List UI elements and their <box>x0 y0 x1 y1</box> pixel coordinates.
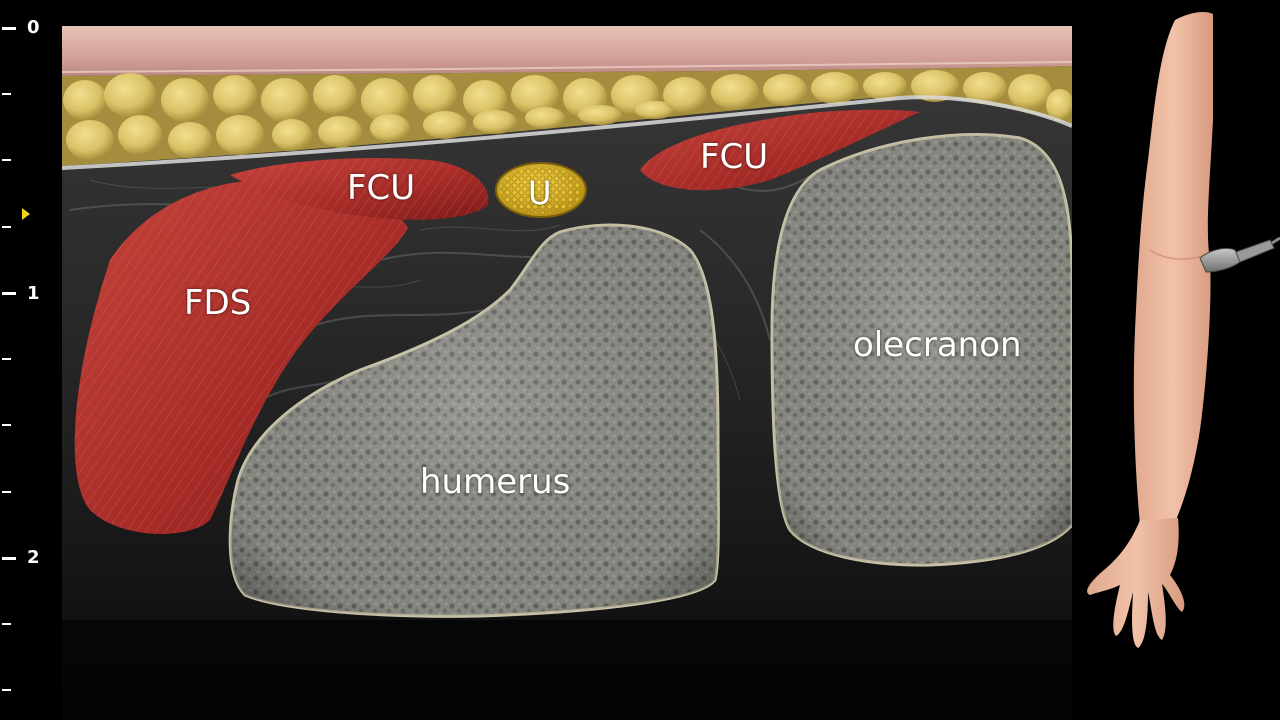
focus-marker-icon <box>22 208 30 220</box>
depth-scale <box>2 27 30 691</box>
skin-layer <box>62 26 1072 76</box>
depth-tick <box>2 491 11 493</box>
fcu-left-label: FCU <box>347 168 416 208</box>
depth-label-0: 0 <box>27 17 40 38</box>
fds-label: FDS <box>184 283 252 323</box>
fat-lobules <box>63 70 1072 160</box>
depth-tick <box>2 93 11 95</box>
arm-illustration <box>1087 0 1280 720</box>
depth-tick <box>2 623 11 625</box>
depth-label-2: 2 <box>27 547 40 568</box>
ultrasound-field <box>62 26 1072 720</box>
ulnar-nerve-label: U <box>528 174 552 212</box>
humerus-label: humerus <box>420 462 571 502</box>
depth-tick <box>2 358 11 360</box>
depth-tick <box>2 424 11 426</box>
depth-tick <box>2 557 16 560</box>
olecranon-label: olecranon <box>853 325 1022 365</box>
depth-tick <box>2 226 11 228</box>
depth-label-1: 1 <box>27 283 40 304</box>
depth-tick <box>2 159 11 161</box>
depth-tick <box>2 292 16 295</box>
depth-tick <box>2 689 11 691</box>
fcu-right-label: FCU <box>700 137 769 177</box>
fascia-line <box>62 95 1072 170</box>
depth-tick <box>2 27 16 30</box>
ultrasound-probe-icon <box>1199 236 1280 273</box>
